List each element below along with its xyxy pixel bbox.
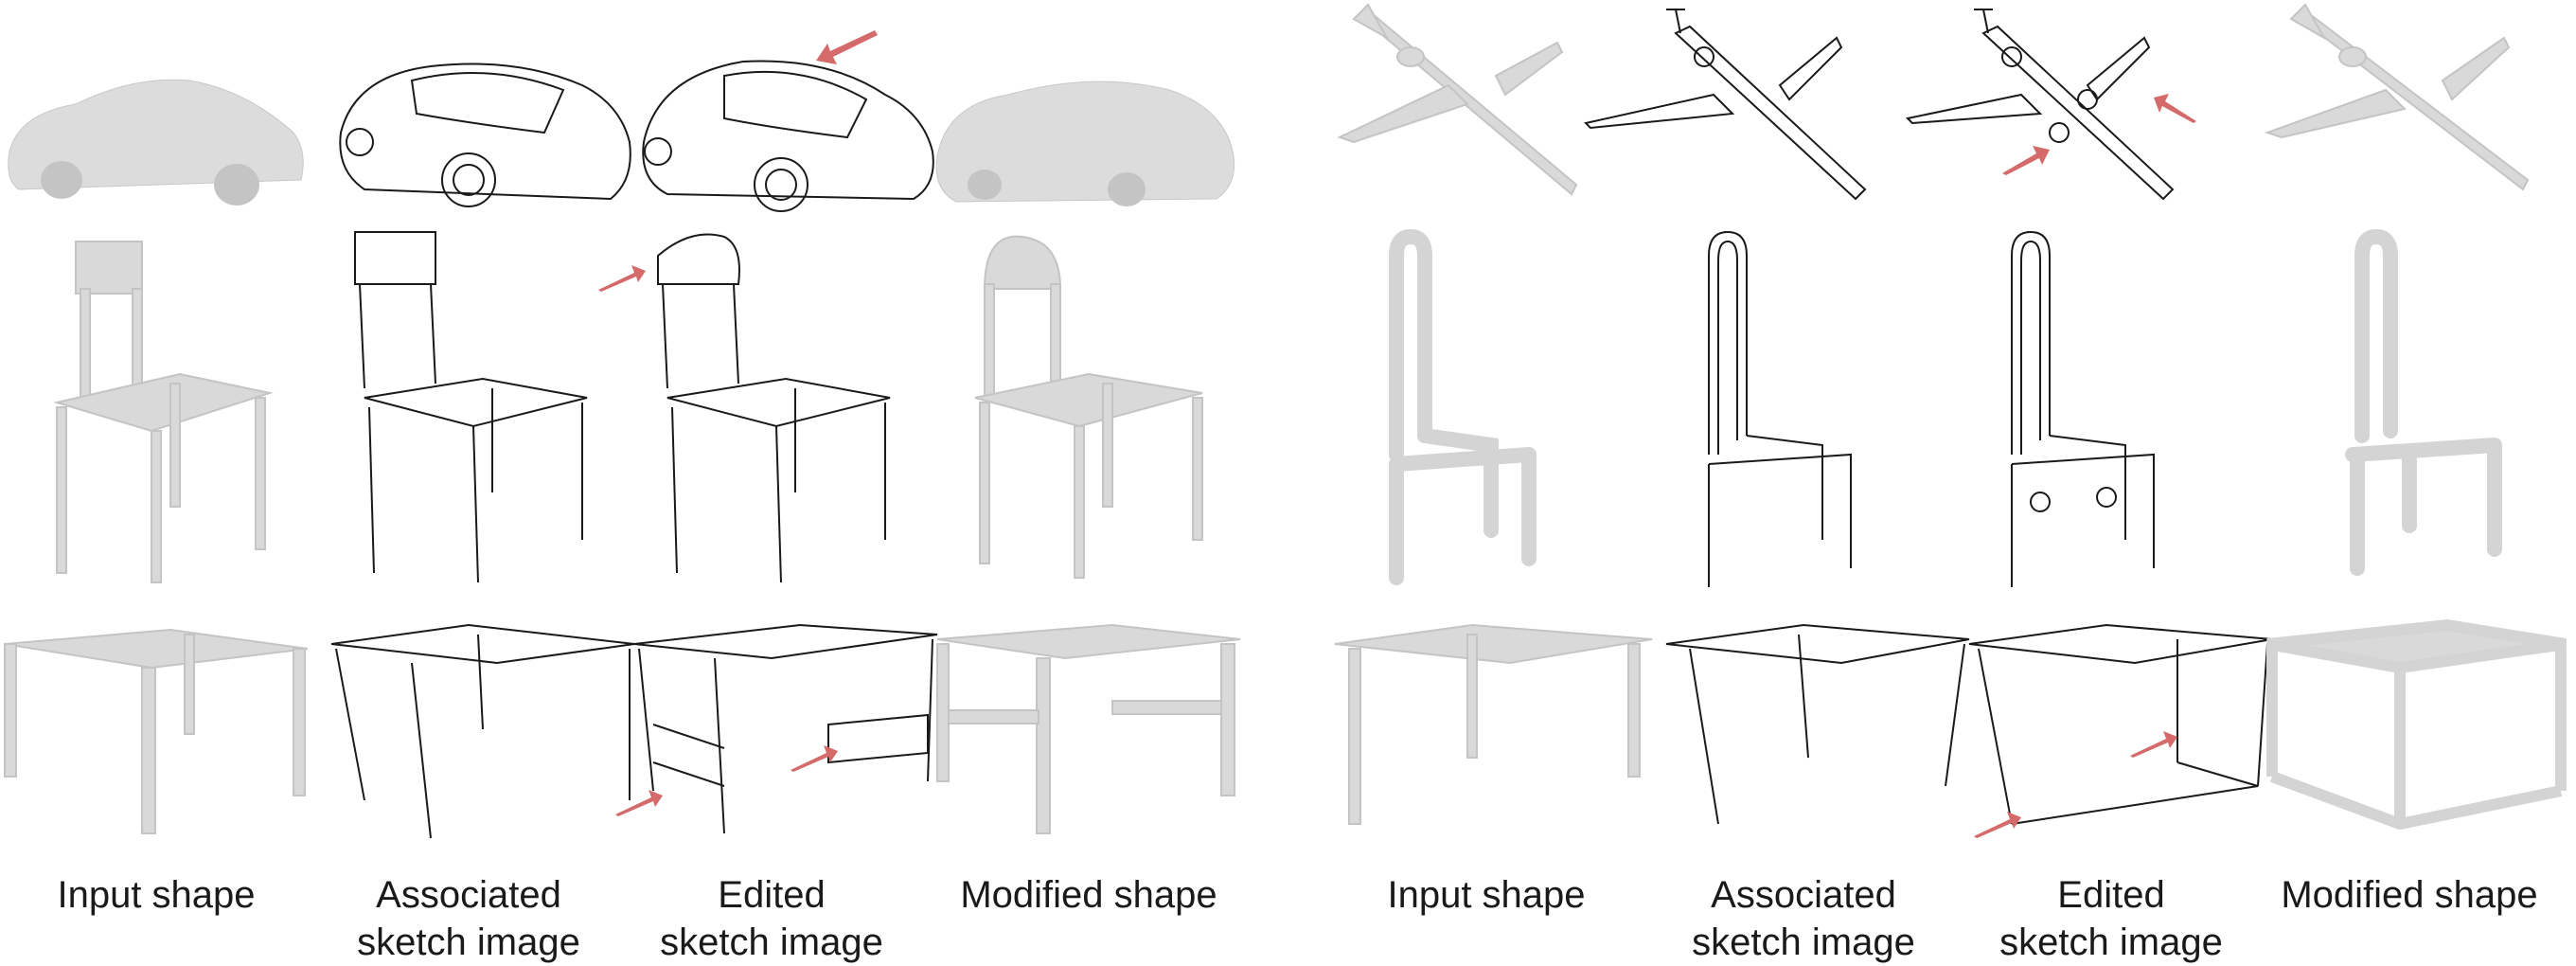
table-input-shape (0, 625, 312, 843)
table-modified-shape (933, 620, 1245, 843)
table-input-shape (1330, 620, 1653, 838)
caption-input-shape: Input shape (1387, 874, 1586, 916)
chair-modified-shape (966, 232, 1212, 582)
chair-edited-sketch (1993, 227, 2173, 597)
caption-modified-shape: Modified shape (960, 874, 1217, 916)
chair-input-shape (38, 232, 284, 583)
caption-modified-shape: Modified shape (2281, 874, 2538, 916)
airplane-edited-sketch (1905, 0, 2220, 208)
table-associated-sketch (327, 620, 639, 843)
table-modified-shape (2258, 618, 2570, 833)
edit-arrow-icon (598, 263, 646, 292)
left-panel: Input shape Associated sketch image Edit… (0, 0, 1259, 963)
edit-arrow-icon (791, 743, 838, 772)
caption-edited-sketch: Edited sketch image (1999, 874, 2223, 963)
car-modified-shape (933, 52, 1245, 218)
table-edited-sketch (630, 620, 942, 843)
caption-associated-sketch: Associated sketch image (357, 874, 580, 963)
chair-associated-sketch (1690, 227, 1870, 597)
caption-edited-sketch: Edited sketch image (660, 874, 883, 963)
edit-arrow-icon (816, 30, 878, 68)
chair-associated-sketch (341, 227, 596, 587)
car-associated-sketch (327, 38, 639, 218)
table-associated-sketch (1661, 620, 1974, 838)
chair-input-shape (1377, 227, 1557, 587)
airplane-associated-sketch (1581, 0, 1893, 208)
edit-arrow-icon (2154, 90, 2196, 123)
airplane-modified-shape (2263, 0, 2547, 208)
chair-modified-shape (2343, 227, 2514, 587)
airplane-input-shape (1335, 0, 1590, 208)
caption-associated-sketch: Associated sketch image (1692, 874, 1915, 963)
table-edited-sketch (1964, 620, 2277, 843)
car-input-shape (0, 38, 312, 218)
chair-edited-sketch (644, 227, 899, 587)
right-panel: Input shape Associated sketch image Edit… (1321, 0, 2576, 963)
car-edited-sketch (630, 38, 942, 218)
edit-arrow-icon (2002, 142, 2050, 175)
edit-arrow-icon (1974, 810, 2021, 838)
edit-arrow-icon (615, 788, 663, 816)
caption-input-shape: Input shape (57, 874, 256, 916)
edit-arrow-icon (2130, 729, 2177, 758)
